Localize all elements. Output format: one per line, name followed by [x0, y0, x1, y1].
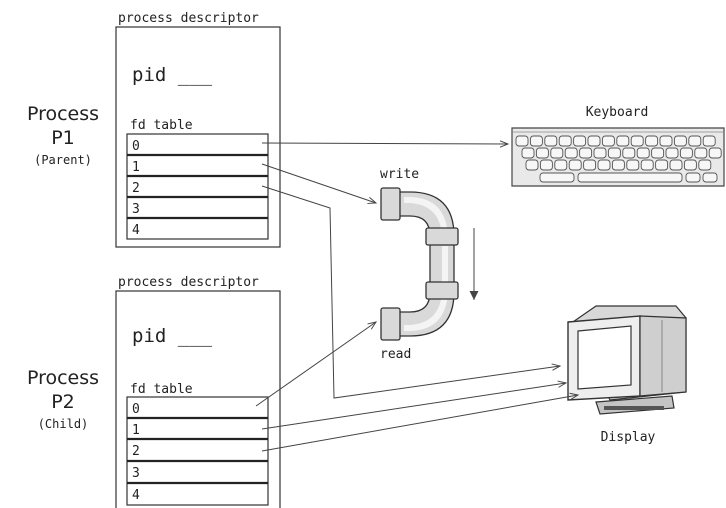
- keyboard-key: [602, 136, 614, 146]
- process2-fd-table-frame: [127, 397, 268, 505]
- keyboard-key: [574, 136, 586, 146]
- process2-fd-entry-1: 1: [132, 423, 140, 438]
- arrow-p1-fd2-to-display: [262, 186, 560, 398]
- keyboard-key: [580, 148, 592, 158]
- keyboard-key: [516, 136, 528, 146]
- keyboard-key: [699, 160, 711, 170]
- process2: process descriptor pid ___ fd table 0 1 …: [27, 275, 280, 508]
- keyboard-key: [598, 160, 610, 170]
- pipe-read-label: read: [380, 347, 411, 362]
- process2-fd-entry-2: 2: [132, 444, 140, 459]
- keyboard-key: [695, 148, 707, 158]
- keyboard-key: [623, 148, 635, 158]
- keyboard-key: [703, 136, 715, 146]
- process2-role: (Child): [38, 417, 89, 431]
- process1-pid-label: pid ___: [132, 64, 213, 86]
- process1-fd-table-frame: [127, 134, 268, 239]
- keyboard-key: [594, 148, 606, 158]
- keyboard-key: [617, 136, 629, 146]
- keyboard-key: [536, 148, 548, 158]
- keyboard-key: [646, 136, 658, 146]
- process1-fd-entry-4: 4: [132, 223, 140, 238]
- keyboard-key: [680, 148, 692, 158]
- keyboard-key: [555, 160, 567, 170]
- process1: process descriptor pid ___ fd table 0 1 …: [27, 11, 280, 247]
- process1-fd-table-label: fd table: [130, 118, 193, 133]
- keyboard-key: [660, 136, 672, 146]
- keyboard-key: [641, 160, 653, 170]
- keyboard-icon: [512, 128, 724, 186]
- display-icon: [568, 306, 686, 414]
- process2-fd-entry-0: 0: [132, 402, 140, 417]
- process1-fd-entry-1: 1: [132, 160, 140, 175]
- process2-name: P2: [51, 391, 75, 413]
- keyboard-key: [631, 136, 643, 146]
- process1-fd-entry-0: 0: [132, 139, 140, 154]
- process2-fd-entry-3: 3: [132, 466, 140, 481]
- keyboard-key: [526, 160, 538, 170]
- keyboard-key: [565, 148, 577, 158]
- keyboard-key: [551, 148, 563, 158]
- process2-fd-table: 0 1 2 3 4: [127, 397, 268, 505]
- process1-role: (Parent): [34, 153, 92, 167]
- keyboard-label: Keyboard: [586, 105, 649, 120]
- process2-pid-label: pid ___: [132, 325, 213, 347]
- display-label: Display: [601, 430, 656, 445]
- keyboard-key: [522, 148, 534, 158]
- keyboard-key: [588, 136, 600, 146]
- process1-title: Process: [27, 103, 99, 125]
- keyboard-key: [612, 160, 624, 170]
- keyboard-key: [674, 136, 686, 146]
- keyboard-key: [684, 160, 696, 170]
- keyboard-key: [656, 160, 668, 170]
- process1-descriptor-label: process descriptor: [118, 11, 259, 26]
- arrow-p2-fd1-to-display: [262, 383, 566, 429]
- keyboard-key: [652, 148, 664, 158]
- process2-fd-entry-4: 4: [132, 488, 140, 503]
- process1-fd-table: 0 1 2 3 4: [127, 134, 268, 239]
- keyboard-key: [530, 136, 542, 146]
- keyboard-key: [637, 148, 649, 158]
- process1-fd-entry-3: 3: [132, 202, 140, 217]
- keyboard-key: [540, 160, 552, 170]
- process2-title: Process: [27, 367, 99, 389]
- process2-descriptor-label: process descriptor: [118, 275, 259, 290]
- process1-fd-entry-2: 2: [132, 181, 140, 196]
- arrow-p1-fd0-to-keyboard: [262, 143, 508, 144]
- keyboard-key: [569, 160, 581, 170]
- keyboard-key: [689, 136, 701, 146]
- keyboard-key: [627, 160, 639, 170]
- pipe-write-label: write: [380, 167, 419, 182]
- keyboard-key: [584, 160, 596, 170]
- pipe-icon: [381, 188, 458, 340]
- keyboard-key: [666, 148, 678, 158]
- process2-fd-table-label: fd table: [130, 382, 193, 397]
- keyboard-key: [670, 160, 682, 170]
- keyboard-key: [709, 148, 721, 158]
- keyboard-key: [608, 148, 620, 158]
- arrow-p2-fd2-to-display: [262, 395, 578, 451]
- process1-name: P1: [51, 127, 75, 149]
- keyboard-key: [559, 136, 571, 146]
- keyboard-key: [545, 136, 557, 146]
- fd-connections: [256, 143, 578, 451]
